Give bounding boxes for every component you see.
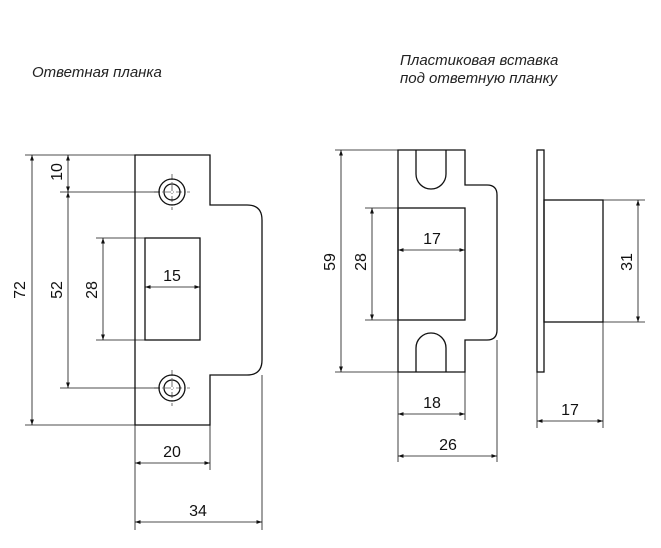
dim-label-28-plate: 28 bbox=[84, 281, 101, 299]
side-view-body bbox=[543, 199, 604, 323]
plastic-insert-outline bbox=[397, 149, 498, 373]
strike-plate-title: Ответная планка bbox=[32, 64, 162, 81]
plastic-insert-drawing: 59 28 17 18 26 bbox=[322, 149, 498, 462]
dim-label-20: 20 bbox=[163, 444, 181, 461]
strike-plate-slot bbox=[144, 237, 201, 341]
dim-label-26: 26 bbox=[439, 437, 457, 454]
plastic-insert-top-notch bbox=[415, 150, 447, 190]
side-view-flange bbox=[536, 149, 545, 373]
strike-plate-drawing: 72 52 10 28 15 20 34 bbox=[12, 154, 263, 530]
strike-plate-outline bbox=[134, 154, 263, 426]
insert-title-line2: под ответную планку bbox=[400, 70, 559, 87]
dim-label-52: 52 bbox=[49, 281, 66, 299]
dim-label-17-slot: 17 bbox=[423, 231, 441, 248]
dim-label-31: 31 bbox=[619, 253, 636, 271]
dim-label-72: 72 bbox=[12, 281, 29, 299]
dim-label-59: 59 bbox=[322, 253, 339, 271]
insert-title-line1: Пластиковая вставка bbox=[400, 52, 558, 69]
plastic-insert-bottom-notch bbox=[415, 332, 447, 372]
dim-label-15: 15 bbox=[163, 268, 181, 285]
dim-label-17-side: 17 bbox=[561, 402, 579, 419]
plastic-insert-slot bbox=[397, 207, 466, 321]
dim-label-18: 18 bbox=[423, 395, 441, 412]
dim-label-28-insert: 28 bbox=[353, 253, 370, 271]
plastic-insert-side-view: 31 17 bbox=[536, 149, 645, 428]
dim-label-34: 34 bbox=[189, 503, 207, 520]
dim-label-10: 10 bbox=[49, 163, 66, 181]
